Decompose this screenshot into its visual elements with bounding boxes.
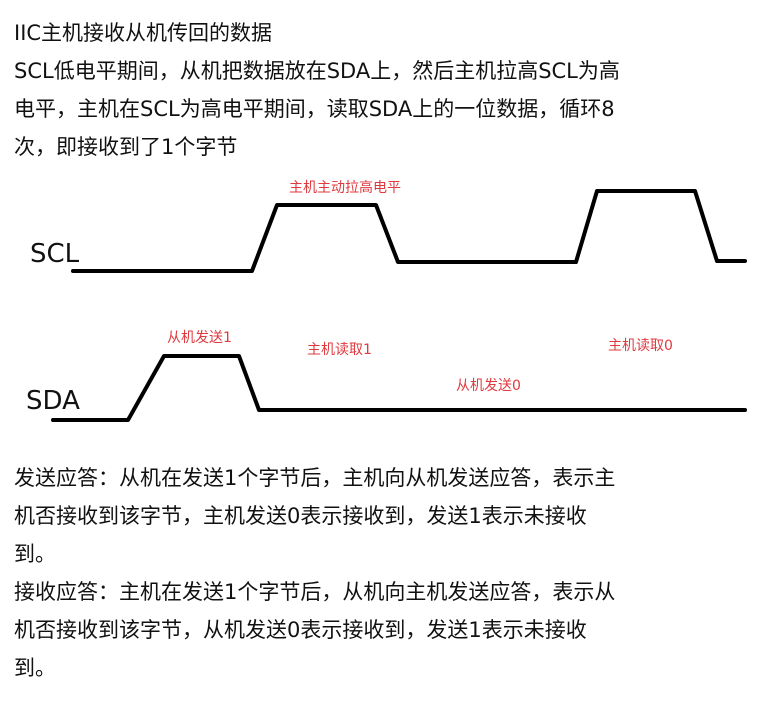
- annotation-master-pull-high: 主机主动拉高电平: [289, 179, 401, 196]
- annotation-master-read-1: 主机读取1: [307, 341, 372, 358]
- annotation-master-read-0: 主机读取0: [608, 337, 673, 354]
- ack-receive-line-1: 接收应答：主机在发送1个字节后，从机向主机发送应答，表示从: [14, 580, 616, 604]
- intro-title: IIC主机接收从机传回的数据: [14, 21, 273, 45]
- intro-line-2: 电平，主机在SCL为高电平期间，读取SDA上的一位数据，循环8: [14, 97, 615, 121]
- intro-line-3: 次，即接收到了1个字节: [14, 135, 238, 159]
- ack-send-line-3: 到。: [14, 542, 56, 566]
- scl-waveform: [71, 189, 747, 273]
- intro-line-1: SCL低电平期间，从机把数据放在SDA上，然后主机拉高SCL为高: [14, 59, 620, 83]
- ack-receive-line-3: 到。: [14, 656, 56, 680]
- ack-text: 发送应答：从机在发送1个字节后，主机向从机发送应答，表示主 机否接收到该字节，主…: [14, 459, 615, 687]
- ack-send-line-1: 发送应答：从机在发送1个字节后，主机向从机发送应答，表示主: [14, 466, 616, 490]
- annotation-slave-send-0: 从机发送0: [456, 378, 521, 394]
- intro-text: IIC主机接收从机传回的数据 SCL低电平期间，从机把数据放在SDA上，然后主机…: [14, 14, 620, 166]
- ack-receive-line-2: 机否接收到该字节，从机发送0表示接收到，发送1表示未接收: [14, 618, 587, 642]
- annotation-slave-send-1: 从机发送1: [167, 330, 232, 346]
- sda-label: SDA: [26, 386, 80, 416]
- ack-send-line-2: 机否接收到该字节，主机发送0表示接收到，发送1表示未接收: [14, 504, 587, 528]
- sda-waveform: [51, 354, 747, 422]
- scl-label: SCL: [30, 239, 80, 269]
